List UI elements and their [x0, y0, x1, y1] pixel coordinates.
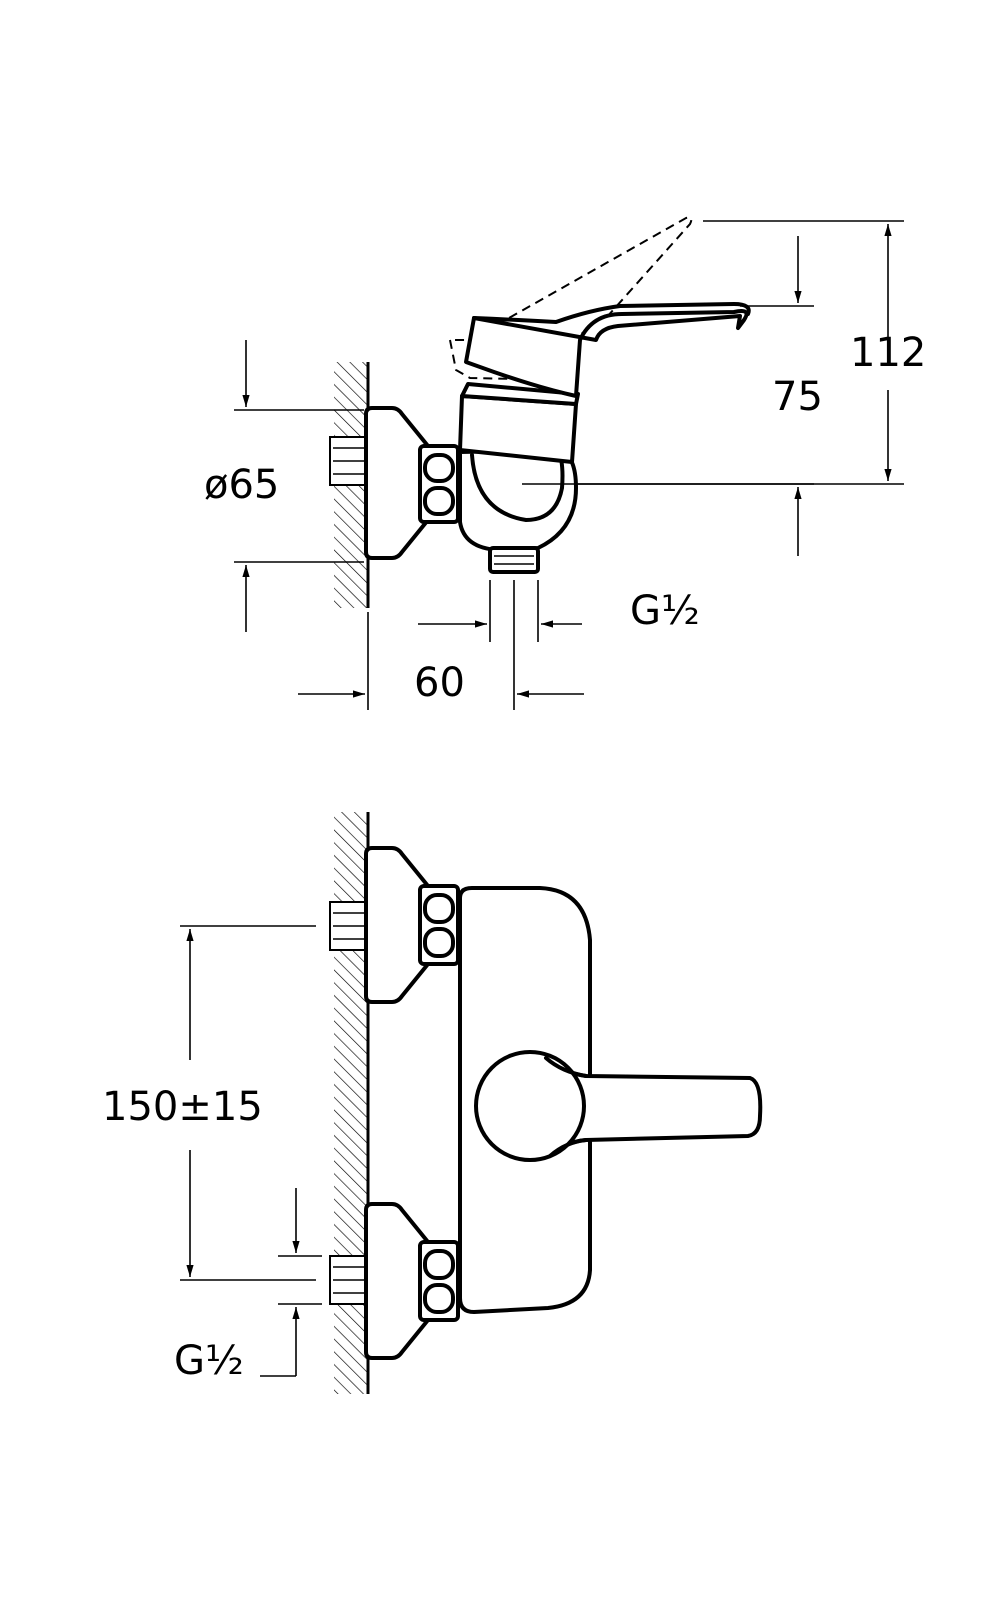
dim-label-inlet-spacing: 150±15 — [102, 1084, 263, 1130]
connector-nut-bottom — [418, 1240, 460, 1322]
rosette-side — [364, 406, 430, 560]
spout-curve-side — [470, 448, 565, 522]
dim-label-60: 60 — [414, 660, 465, 706]
dim-label-outlet-thread: G½ — [630, 588, 700, 634]
rosette-top — [364, 846, 430, 1004]
connector-nut-side — [418, 444, 460, 524]
side-view: 112 75 ø65 G½ 60 — [204, 216, 926, 710]
front-view: 150±15 G½ — [102, 812, 763, 1394]
dim-label-112: 112 — [850, 330, 926, 376]
lever-side — [464, 309, 749, 398]
lever-knob-front — [474, 1050, 586, 1162]
dim-label-diameter-65: ø65 — [204, 462, 279, 508]
dim-label-75: 75 — [772, 374, 823, 420]
cartridge-ring-upper — [460, 382, 580, 406]
cartridge-ring-lower — [458, 394, 578, 464]
wall-hatch-bottom — [334, 812, 368, 1394]
connector-nut-top — [418, 884, 460, 966]
dim-label-inlet-thread: G½ — [174, 1338, 244, 1384]
outlet-thread-side — [488, 546, 540, 574]
rosette-bottom — [364, 1202, 430, 1360]
